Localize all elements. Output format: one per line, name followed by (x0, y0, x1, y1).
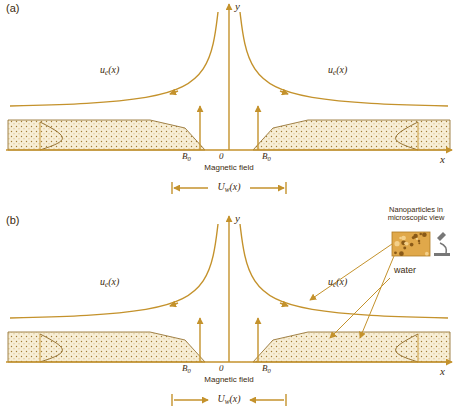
axis-label: x (440, 153, 445, 165)
magnetic-field-label: Magnetic field (204, 376, 253, 385)
boundary-layer (253, 332, 450, 362)
velocity-profile (396, 122, 418, 150)
wall-velocity-arrow (250, 399, 284, 400)
y-axis (228, 216, 229, 362)
panel (6, 216, 452, 406)
boundary-layer (8, 120, 205, 150)
bracket-tick (285, 394, 286, 406)
wall-velocity-label: Uw(x) (215, 393, 242, 404)
panel-label: (a) (6, 2, 19, 14)
velocity-profile (40, 334, 62, 362)
profile-axis (40, 122, 41, 150)
streamline (10, 12, 218, 106)
magnetic-field-label: Magnetic field (204, 164, 253, 173)
microscope-icon (434, 232, 450, 256)
leader-line (330, 278, 390, 338)
profile-axis (40, 334, 41, 362)
flow-arrow (170, 91, 178, 94)
callout-label: water (392, 266, 418, 276)
streamline (240, 12, 448, 106)
magnetic-arrow (257, 106, 258, 150)
field-strength-label: B0 (182, 152, 191, 162)
origin-label: 0 (219, 152, 224, 162)
bracket-tick (285, 182, 286, 194)
velocity-profile (396, 334, 418, 362)
axis-label: x (440, 365, 445, 377)
velocity-label: ue(x) (100, 64, 119, 75)
flow-arrow (170, 303, 178, 306)
boundary-layer (8, 332, 205, 362)
field-strength-label: B0 (262, 364, 271, 374)
magnetic-arrow (257, 318, 258, 362)
profile-axis (418, 122, 419, 150)
flow-arrow (280, 91, 288, 94)
bracket-tick (171, 394, 172, 406)
axis-label: y (235, 212, 240, 224)
leader-line (310, 244, 392, 300)
profile-axis (418, 334, 419, 362)
flow-arrow (280, 303, 288, 306)
panel (6, 4, 452, 194)
velocity-label: ue(x) (328, 276, 347, 287)
axis-label: y (235, 0, 240, 12)
field-strength-label: B0 (182, 364, 191, 374)
streamline (240, 224, 448, 318)
panel-label: (b) (6, 214, 19, 226)
velocity-label: ue(x) (328, 64, 347, 75)
callout-label: Nanoparticles in microscopic view (376, 206, 456, 223)
wall-velocity-arrow (250, 187, 284, 188)
nanoparticle-picture (392, 232, 430, 256)
velocity-label: ue(x) (100, 276, 119, 287)
velocity-profile (40, 122, 62, 150)
y-axis (228, 4, 229, 150)
wall-velocity-arrow (174, 399, 208, 400)
wall-velocity-label: Uw(x) (215, 181, 242, 192)
origin-label: 0 (219, 364, 224, 374)
bracket-tick (171, 182, 172, 194)
leader-line (360, 256, 394, 338)
boundary-layer (253, 120, 450, 150)
magnetic-arrow (199, 318, 200, 362)
streamline (10, 224, 218, 318)
field-strength-label: B0 (262, 152, 271, 162)
wall-velocity-arrow (174, 187, 208, 188)
magnetic-arrow (199, 106, 200, 150)
